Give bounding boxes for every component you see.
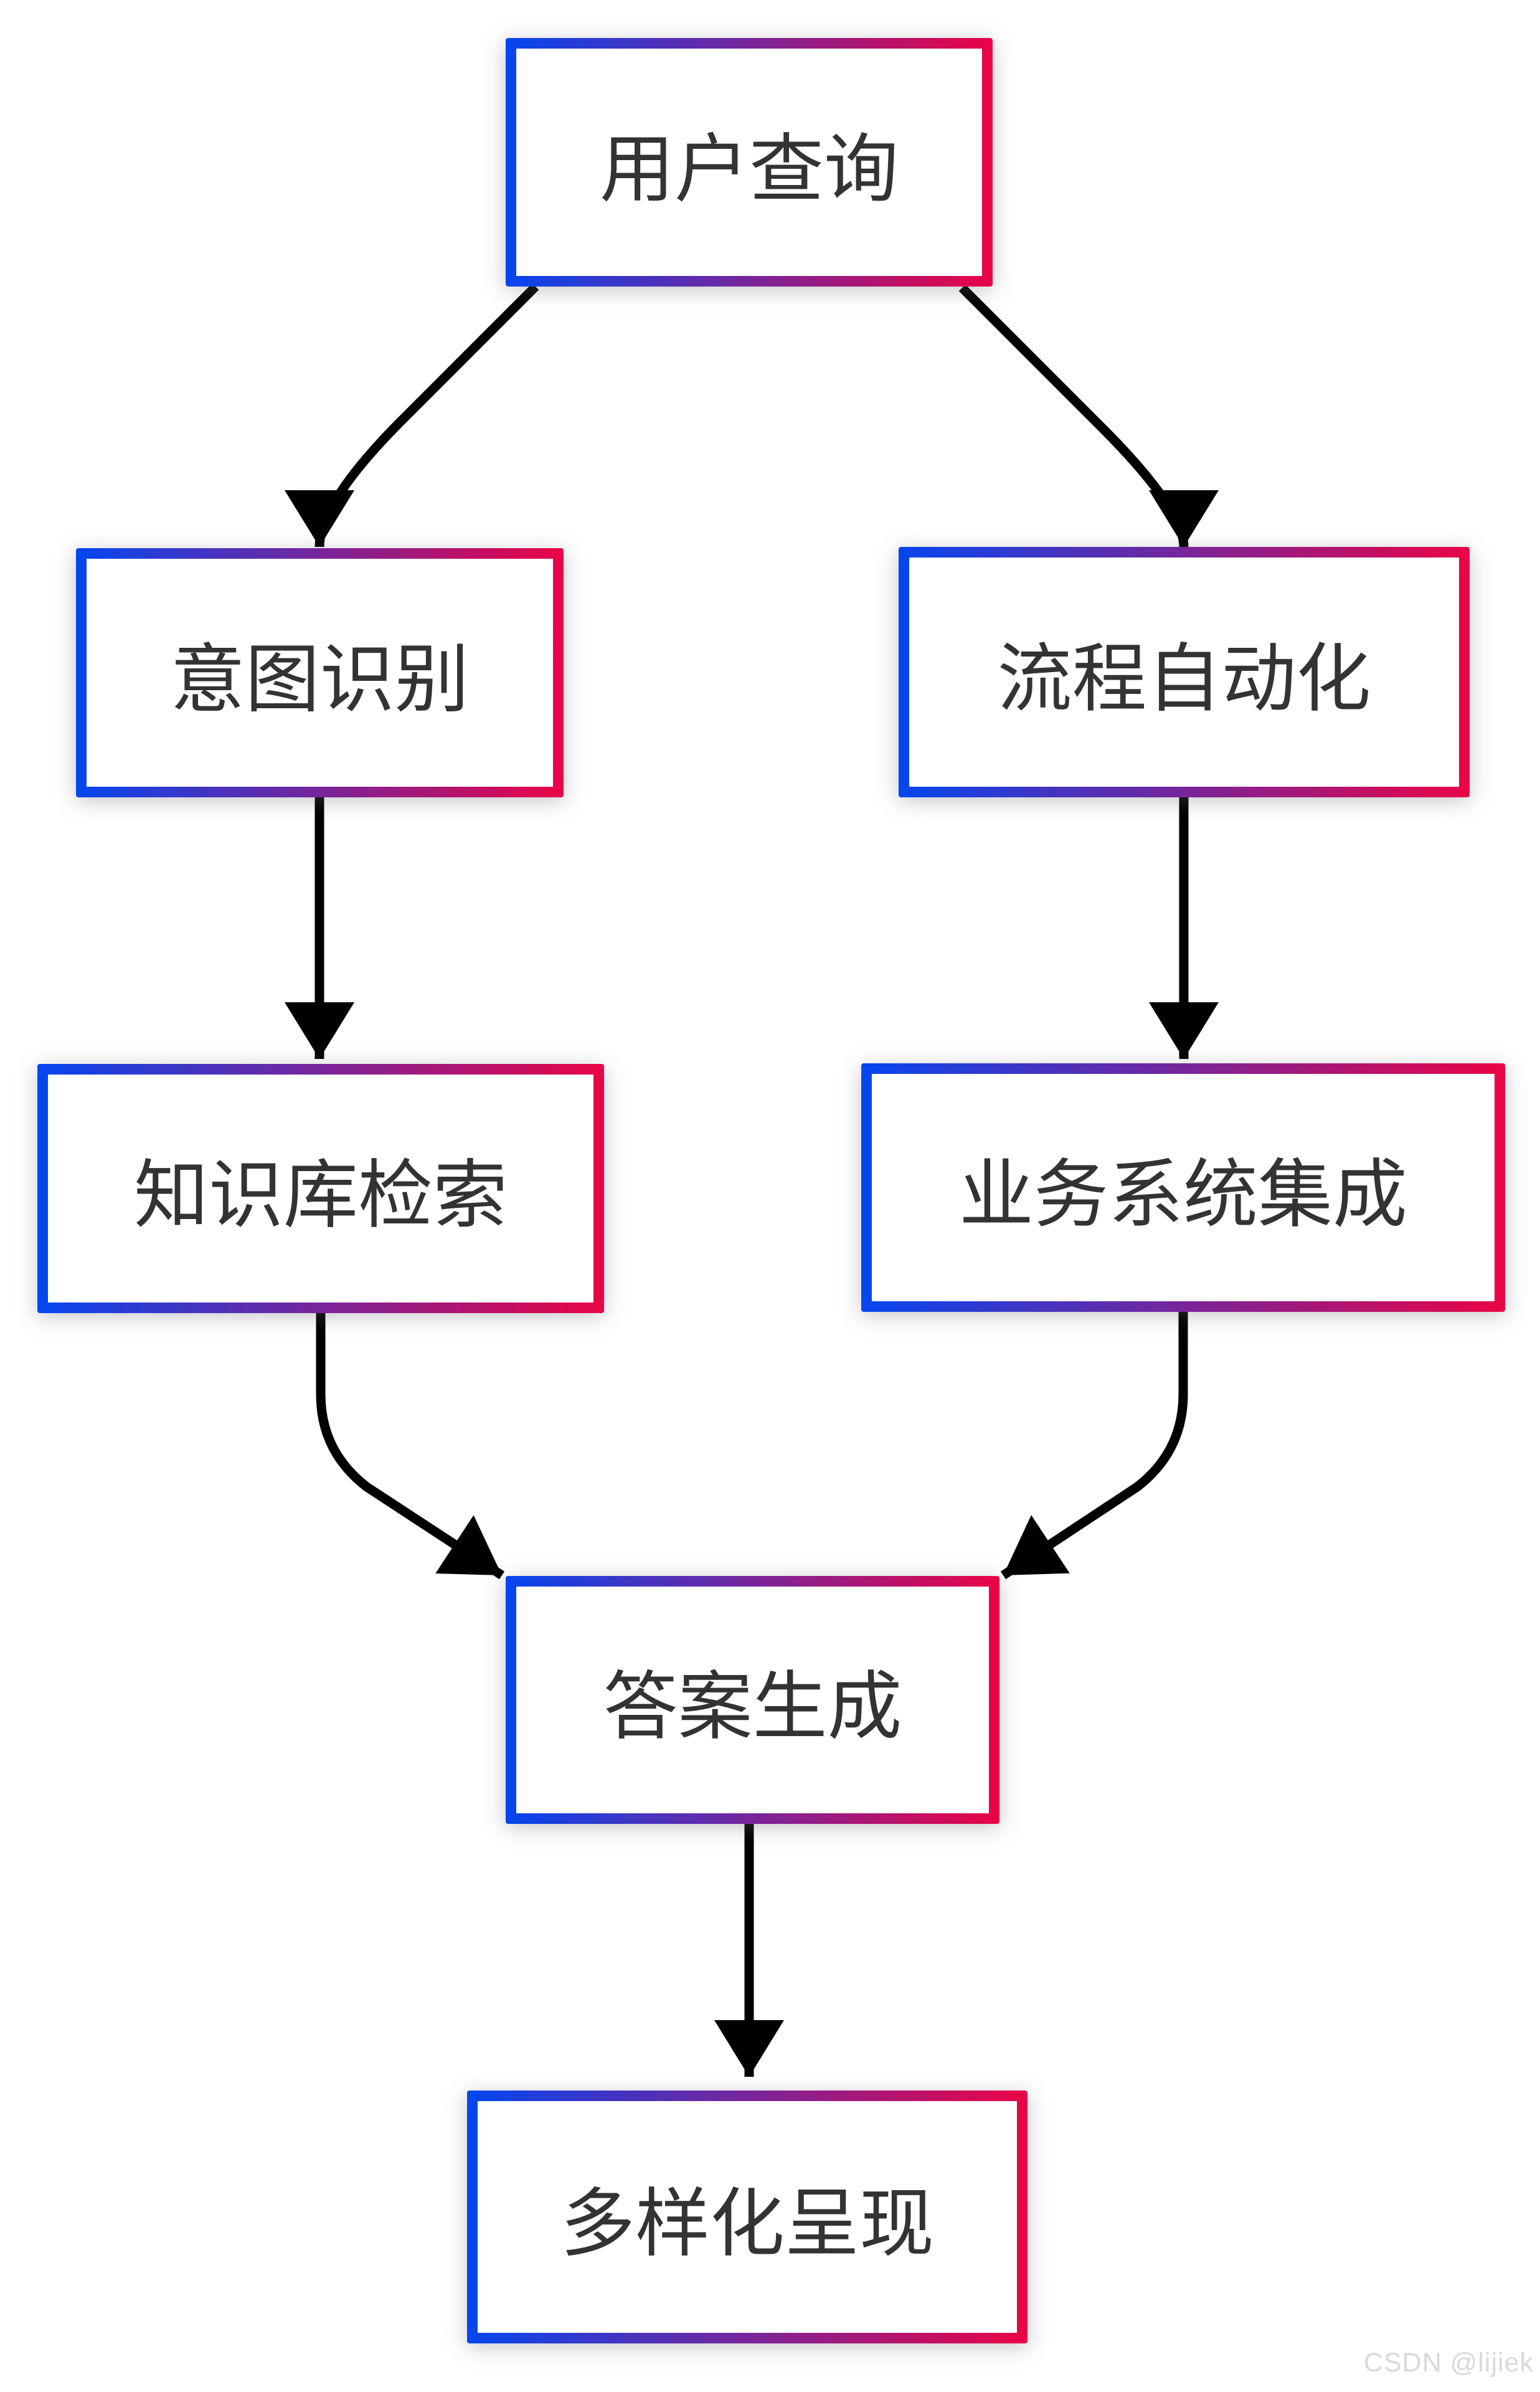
node-user-query: 用户查询 (506, 38, 993, 287)
node-business-system-integration-body: 业务系统集成 (872, 1074, 1495, 1301)
node-knowledge-base-retrieval-label: 知识库检索 (134, 1154, 508, 1237)
node-business-system-integration-label: 业务系统集成 (959, 1152, 1407, 1236)
node-answer-generation-label: 答案生成 (603, 1665, 902, 1749)
node-intent-recognition-body: 意图识别 (87, 559, 553, 787)
node-user-query-body: 用户查询 (516, 49, 982, 276)
node-process-automation-body: 流程自动化 (909, 558, 1459, 787)
edge-user-query-to-intent-recognition (285, 283, 539, 548)
node-diversified-presentation-label: 多样化呈现 (560, 2182, 934, 2266)
node-intent-recognition: 意图识别 (76, 548, 564, 797)
watermark: CSDN @lijiek (1363, 2348, 1534, 2378)
node-diversified-presentation: 多样化呈现 (467, 2091, 1027, 2343)
node-diversified-presentation-body: 多样化呈现 (478, 2101, 1017, 2333)
node-answer-generation: 答案生成 (506, 1576, 999, 1824)
node-process-automation: 流程自动化 (899, 547, 1470, 797)
node-answer-generation-body: 答案生成 (516, 1587, 989, 1813)
node-knowledge-base-retrieval-body: 知识库检索 (48, 1075, 593, 1303)
edge-business-system-integration-to-answer-generation (1000, 1311, 1188, 1580)
edge-user-query-to-process-automation (958, 284, 1219, 548)
node-process-automation-label: 流程自动化 (997, 637, 1371, 721)
edge-knowledge-base-retrieval-to-answer-generation (316, 1312, 505, 1580)
node-intent-recognition-label: 意图识别 (170, 638, 470, 721)
node-knowledge-base-retrieval: 知识库检索 (37, 1064, 604, 1313)
node-business-system-integration: 业务系统集成 (861, 1063, 1505, 1312)
node-user-query-label: 用户查询 (600, 127, 899, 211)
